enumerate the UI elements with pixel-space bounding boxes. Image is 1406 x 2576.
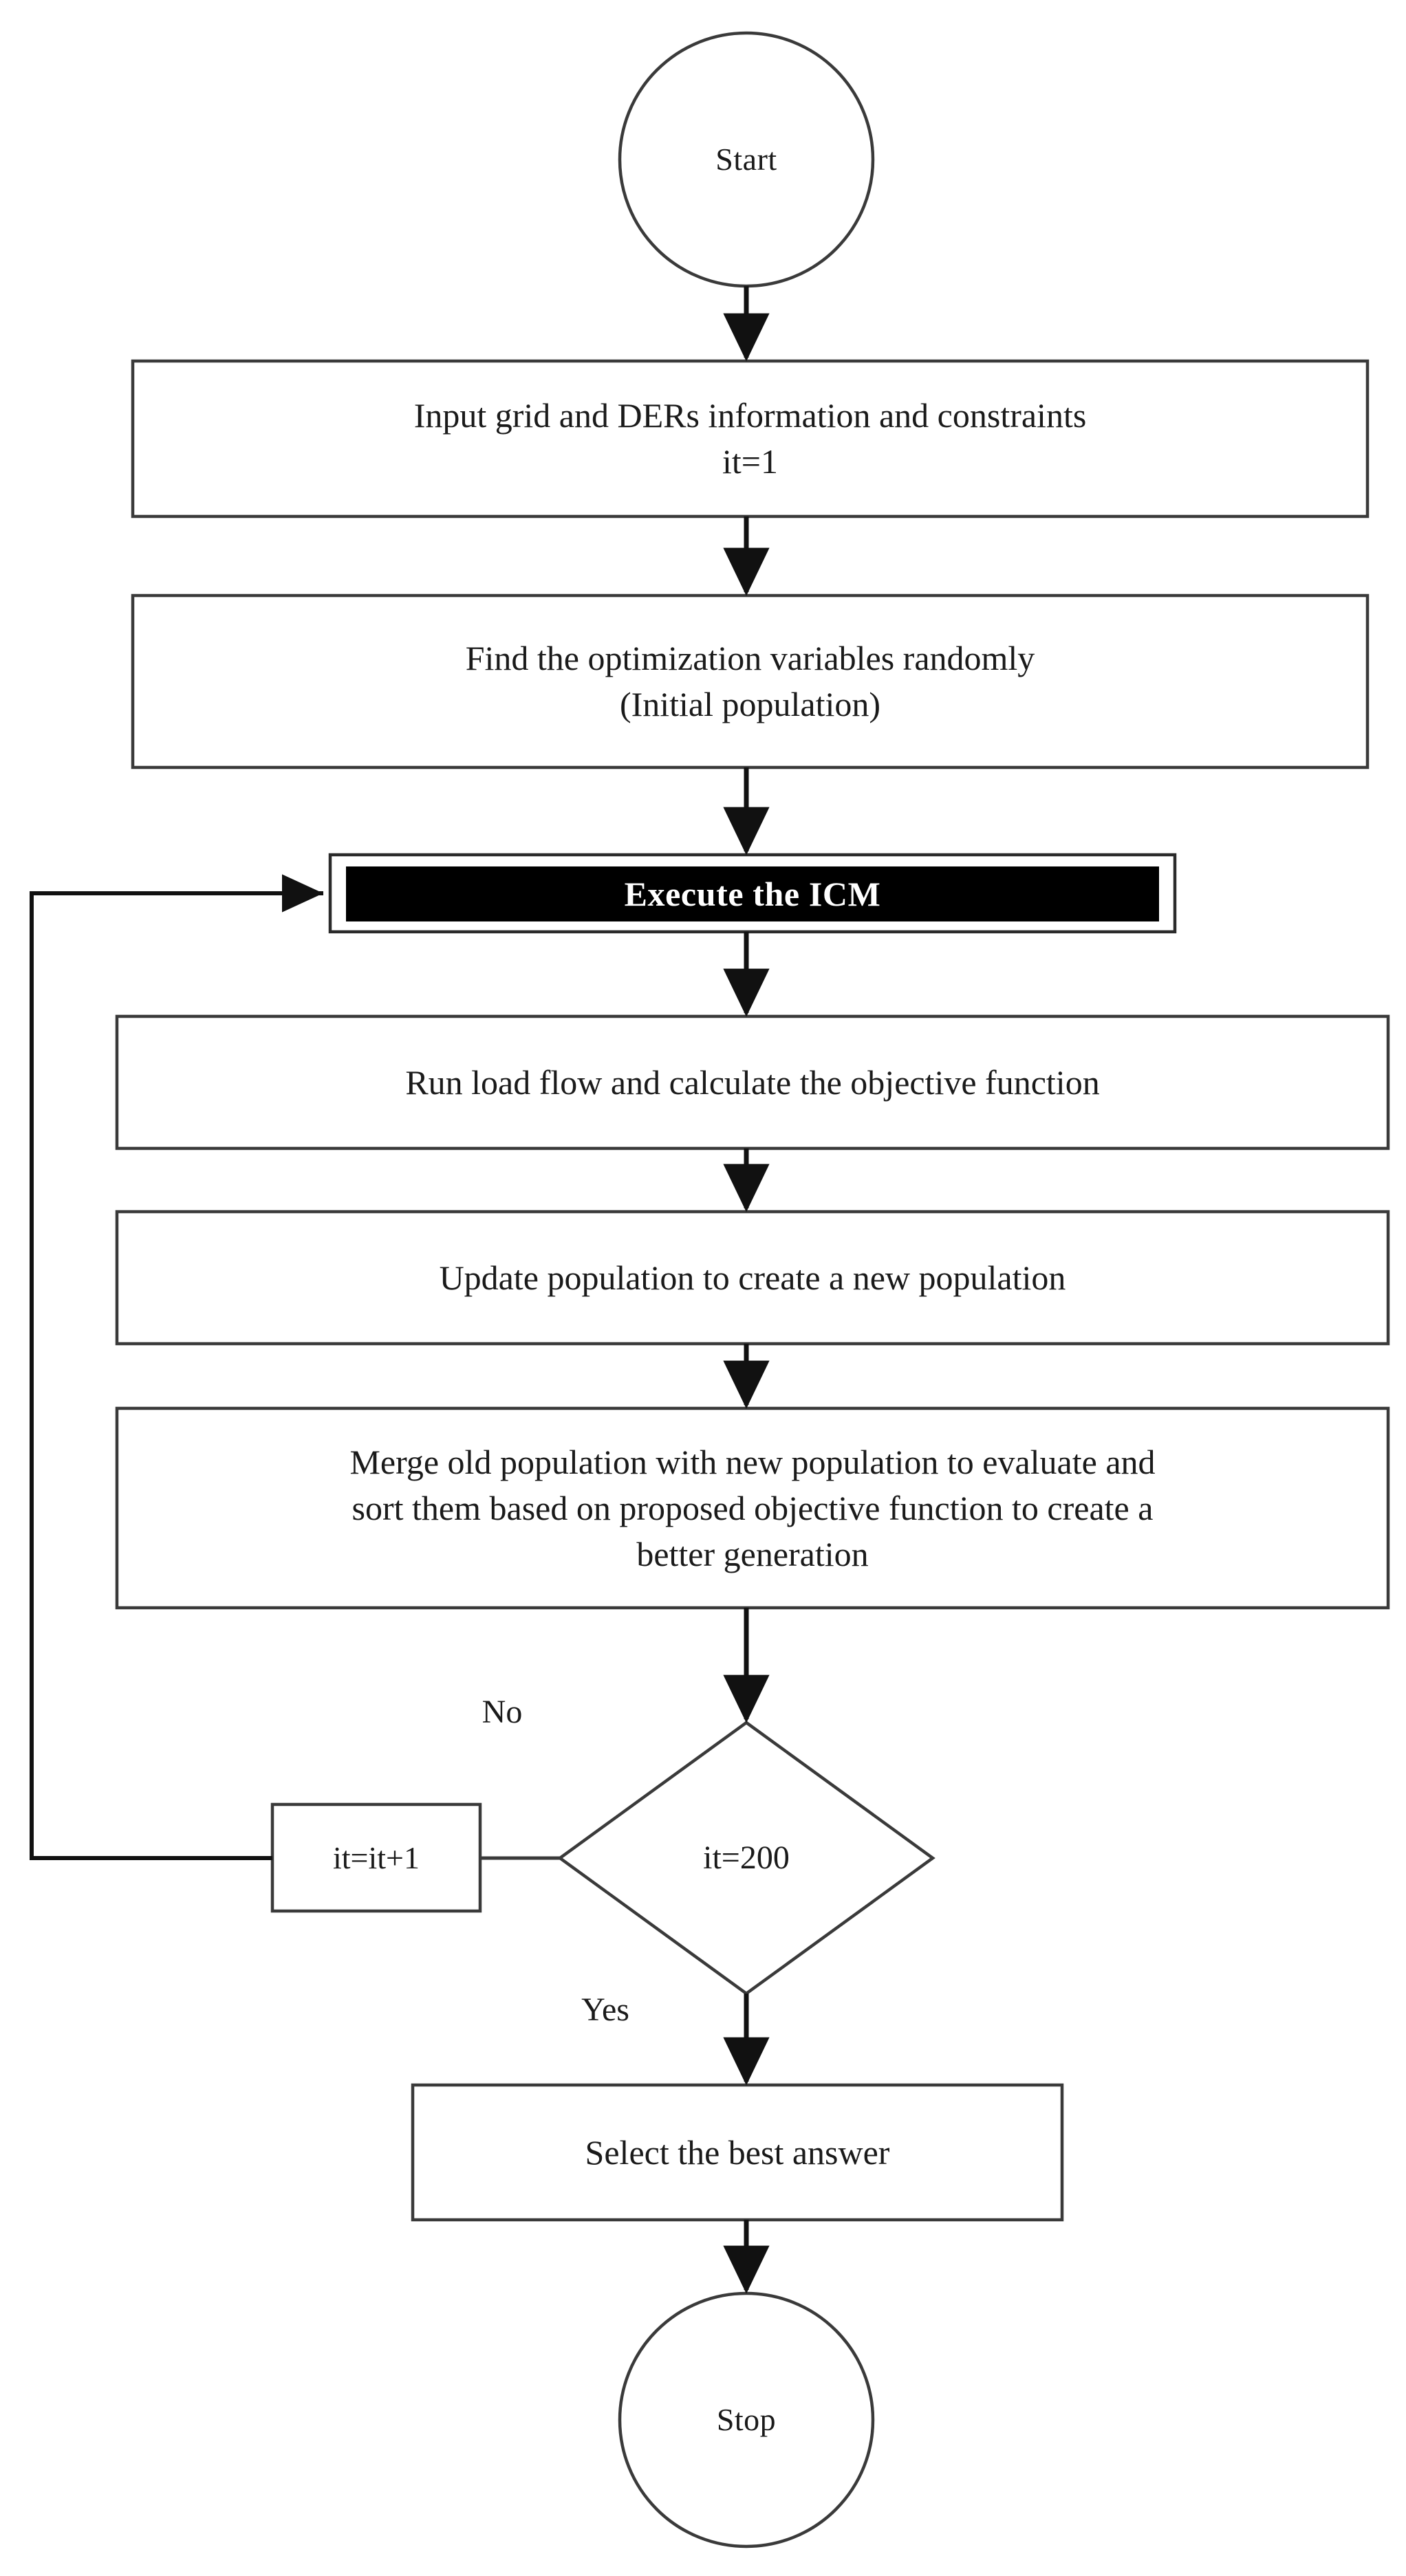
execute-icm-inner-fill xyxy=(346,866,1159,921)
load-flow-process-shape xyxy=(115,1014,1390,1150)
initial-population-process-shape xyxy=(131,593,1370,769)
connector-feedback-loop-to-icm xyxy=(30,874,323,1860)
merge-process-shape xyxy=(115,1406,1390,1610)
update-population-process-shape xyxy=(115,1210,1390,1346)
increment-process-shape xyxy=(270,1802,482,1913)
start-terminator-shape xyxy=(618,31,875,288)
input-process-shape xyxy=(131,359,1370,519)
stop-terminator-shape xyxy=(618,2291,875,2548)
decision-shape xyxy=(557,1721,935,1996)
select-best-process-shape xyxy=(411,2083,1064,2222)
